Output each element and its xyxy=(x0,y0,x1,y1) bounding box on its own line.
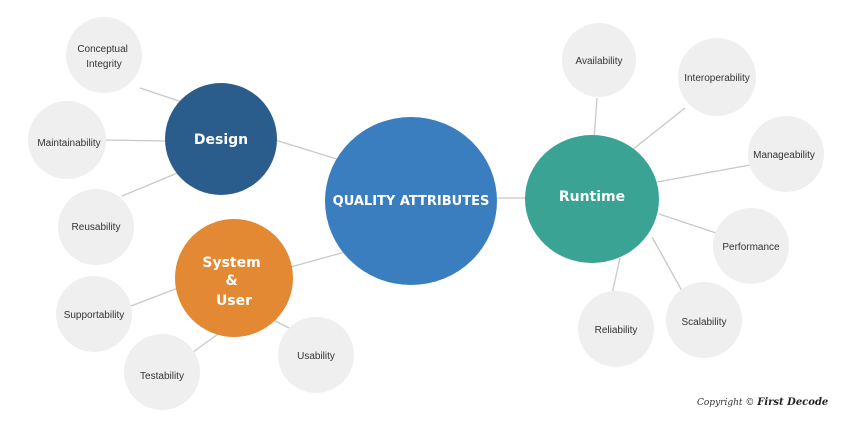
leaf-performance: Performance xyxy=(713,208,789,284)
leaf-circle xyxy=(578,291,654,367)
leaf-label: Conceptual Integrity xyxy=(77,44,130,70)
hub-runtime: Runtime xyxy=(525,135,659,263)
leaf-label: Supportability xyxy=(64,310,125,321)
hub-runtime-circle xyxy=(525,135,659,263)
copyright-brand: First Decode xyxy=(757,397,829,408)
leaf-label: Interoperability xyxy=(684,73,750,84)
leaf-conceptual-integrity: Conceptual Integrity xyxy=(66,17,142,93)
connector-design-maintainability xyxy=(104,139,167,142)
leaf-label: Maintainability xyxy=(37,138,100,149)
connector-runtime-scalability xyxy=(651,236,683,292)
connector-system-supportability xyxy=(130,287,179,307)
hub-system-user-label: System & User xyxy=(202,255,265,309)
center-label: QUALITY ATTRIBUTES xyxy=(333,194,490,209)
leaf-scalability: Scalability xyxy=(666,282,742,358)
leaf-label: Availability xyxy=(575,56,622,67)
leaf-label: Manageability xyxy=(753,150,815,161)
leaf-circle xyxy=(713,208,789,284)
copyright-prefix: Copyright © xyxy=(697,398,755,408)
hub-runtime-label: Runtime xyxy=(559,189,625,205)
hub-system-user-circle xyxy=(175,219,293,337)
leaf-circle xyxy=(56,276,132,352)
copyright-notice: Copyright © First Decode xyxy=(697,397,828,408)
leaf-circle xyxy=(124,334,200,410)
center-circle xyxy=(325,117,497,285)
hub-design: Design xyxy=(165,83,277,195)
leaf-circle xyxy=(666,282,742,358)
leaf-label: Reliability xyxy=(595,325,638,336)
leaf-circle xyxy=(66,17,142,93)
hub-system-user: System & User xyxy=(175,219,293,337)
leaf-label-line: Conceptual xyxy=(77,44,128,55)
leaf-circle xyxy=(748,116,824,192)
leaf-label: Scalability xyxy=(681,317,726,328)
connector-runtime-reliability xyxy=(611,257,621,295)
connector-design-reusability xyxy=(121,171,181,197)
leaf-manageability: Manageability xyxy=(748,116,824,192)
leaf-label: Testability xyxy=(140,371,184,382)
leaf-circle xyxy=(278,317,354,393)
leaf-interoperability: Interoperability xyxy=(678,38,756,116)
connector-system-center xyxy=(286,251,346,269)
connector-runtime-availability xyxy=(593,97,598,141)
leaf-reliability: Reliability xyxy=(578,291,654,367)
connector-runtime-manageability xyxy=(656,164,751,183)
leaf-circle xyxy=(678,38,756,116)
leaf-availability: Availability xyxy=(562,23,636,97)
connector-runtime-interoperability xyxy=(631,107,686,151)
hub-label-line: & xyxy=(225,273,237,289)
leaf-circle xyxy=(58,189,134,265)
leaf-label-line: Integrity xyxy=(86,59,122,70)
hub-label-line: System xyxy=(202,255,260,271)
leaf-supportability: Supportability xyxy=(56,276,132,352)
hub-label-line: User xyxy=(216,293,252,309)
leaf-label: Reusability xyxy=(72,222,121,233)
leaf-circle xyxy=(562,23,636,97)
leaf-testability: Testability xyxy=(124,334,200,410)
leaf-maintainability: Maintainability xyxy=(28,101,106,179)
leaf-label: Performance xyxy=(722,242,780,253)
leaf-reusability: Reusability xyxy=(58,189,134,265)
center-node: QUALITY ATTRIBUTES xyxy=(325,117,497,285)
hub-design-circle xyxy=(165,83,277,195)
leaf-usability: Usability xyxy=(278,317,354,393)
leaf-nodes: Conceptual Integrity Maintainability Reu… xyxy=(28,17,824,410)
leaf-label: Usability xyxy=(297,351,335,362)
connector-design-center xyxy=(274,139,341,161)
hub-design-label: Design xyxy=(194,132,248,148)
connectors xyxy=(104,87,751,353)
connector-runtime-performance xyxy=(658,213,717,234)
leaf-circle xyxy=(28,101,106,179)
connector-design-conceptual xyxy=(139,87,186,104)
